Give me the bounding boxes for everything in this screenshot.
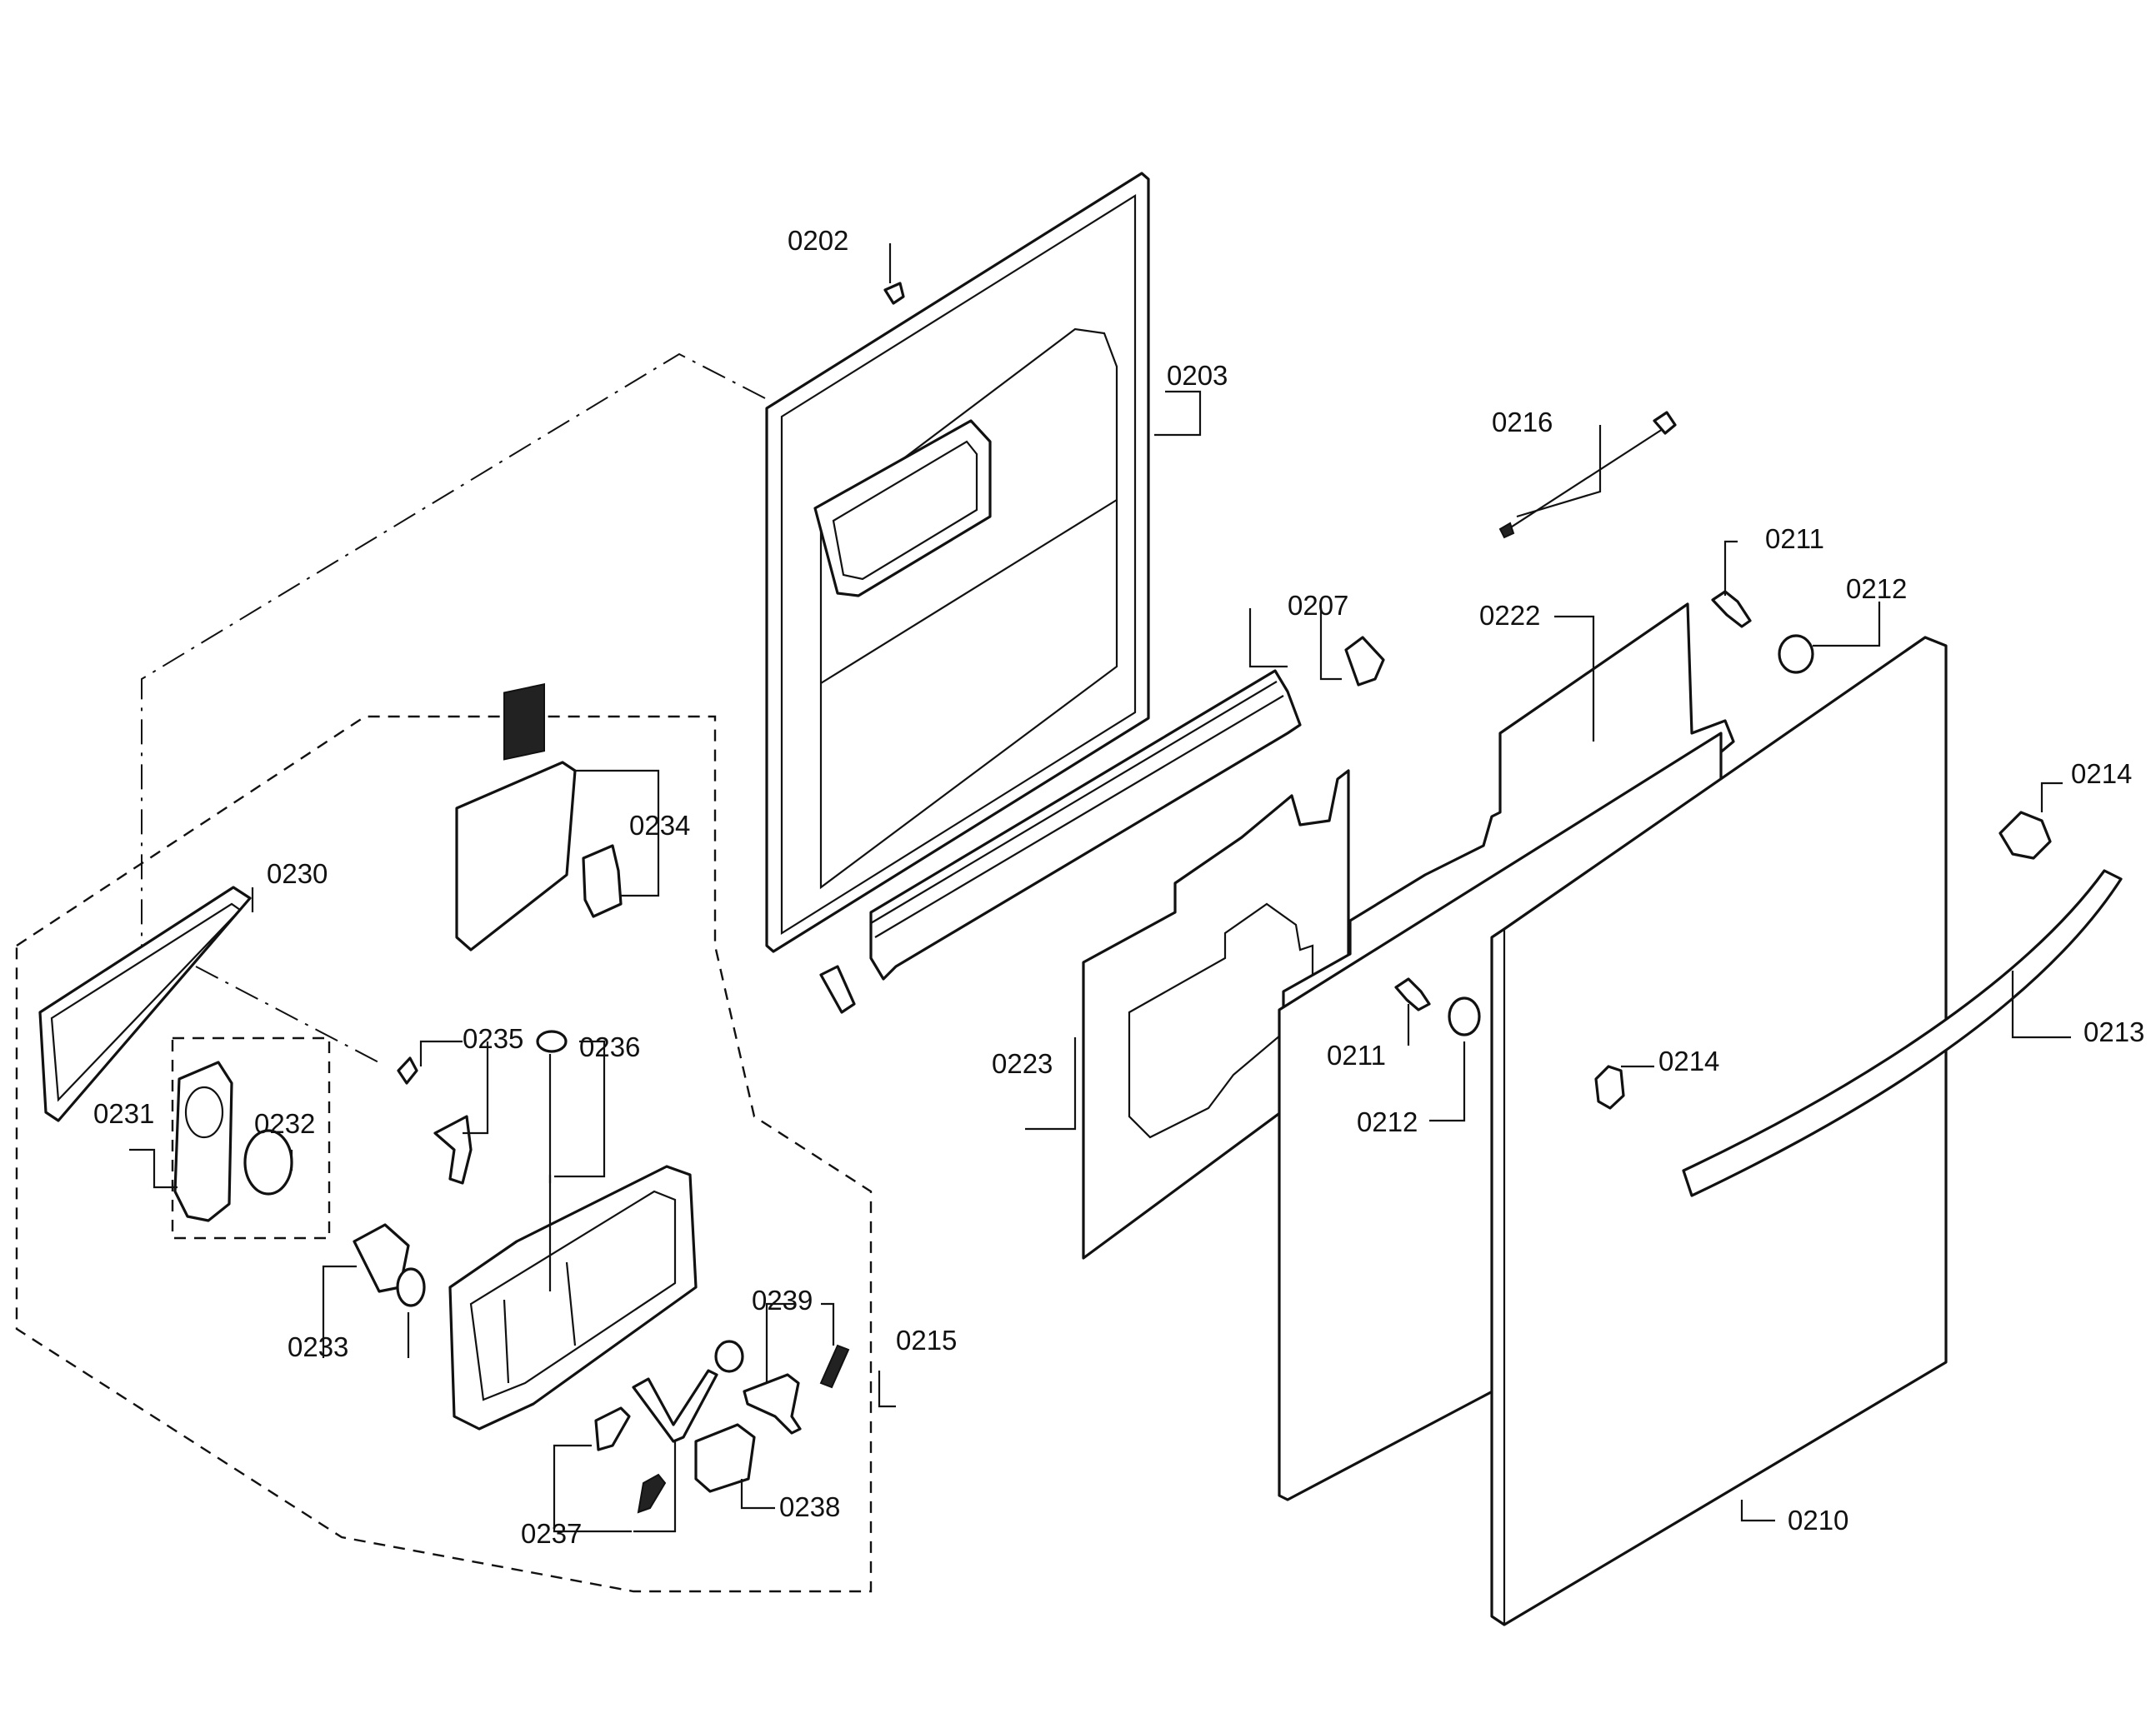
callout-0236: 0236 [579, 1031, 640, 1062]
detergent-flap-0237 [594, 1406, 631, 1451]
callout-0214-upper: 0214 [2071, 758, 2132, 789]
seal-cover [173, 1061, 233, 1222]
valve-0233 [353, 1223, 426, 1307]
callout-0214-lower: 0214 [1658, 1046, 1719, 1076]
washer-0212-upper [1778, 634, 1814, 674]
callout-0203: 0203 [1167, 360, 1228, 391]
lever-0237 [632, 1369, 718, 1443]
spring-0239 [819, 1344, 850, 1389]
cable-0216 [1498, 411, 1677, 539]
screw-0211-lower [1394, 977, 1431, 1011]
callout-0211-upper: 0211 [1765, 523, 1824, 554]
callout-0239: 0239 [752, 1285, 813, 1316]
callout-0212-lower: 0212 [1357, 1106, 1418, 1137]
callout-0235: 0235 [463, 1023, 523, 1054]
lever-0235 [433, 1115, 473, 1185]
callout-0237: 0237 [521, 1518, 582, 1549]
callout-0202: 0202 [788, 225, 848, 256]
inner-door-panel [765, 172, 1150, 953]
callout-0230: 0230 [267, 858, 328, 889]
callout-0232: 0232 [254, 1108, 315, 1139]
callout-0222: 0222 [1479, 600, 1540, 631]
washer-0212-lower [1448, 996, 1481, 1036]
bottom-trim-rail [869, 669, 1302, 981]
trim-end-cap [819, 965, 856, 1014]
leader-lines [129, 243, 2071, 1533]
seal-frame [38, 886, 252, 1122]
latch-0239 [743, 1373, 802, 1435]
ball-0239 [714, 1340, 744, 1373]
callout-0216: 0216 [1492, 407, 1553, 437]
callout-0223: 0223 [992, 1048, 1053, 1079]
callout-0210: 0210 [1788, 1505, 1848, 1536]
spring-0235 [397, 1056, 418, 1085]
callout-0213: 0213 [2083, 1016, 2144, 1047]
inner-door-group-outline [141, 352, 766, 946]
outer-door-panel [1490, 636, 1948, 1626]
control-module-group-outline [15, 715, 873, 1593]
screw-0211-upper [1711, 590, 1752, 628]
callout-0212-upper: 0212 [1846, 573, 1907, 604]
screw-0202 [883, 282, 905, 305]
filter-holder [455, 682, 623, 951]
spring-0237 [637, 1473, 667, 1514]
callout-0231: 0231 [93, 1098, 154, 1129]
handle-end-cap-upper [1998, 811, 2052, 860]
actuator-0238 [694, 1423, 756, 1493]
callout-0211-lower: 0211 [1327, 1040, 1386, 1071]
cap-0236 [536, 1030, 568, 1053]
callout-0207: 0207 [1288, 590, 1348, 621]
control-module [448, 1165, 698, 1431]
callout-0234: 0234 [629, 810, 690, 841]
callout-0238: 0238 [779, 1491, 840, 1522]
seal-connection-line [195, 966, 384, 1066]
callout-0215: 0215 [896, 1325, 957, 1356]
callout-0233: 0233 [288, 1331, 348, 1362]
door-handle [1682, 869, 2123, 1197]
o-ring-0232 [243, 1129, 293, 1196]
clip-0207 [1344, 636, 1385, 687]
handle-end-cap-lower [1594, 1065, 1625, 1110]
